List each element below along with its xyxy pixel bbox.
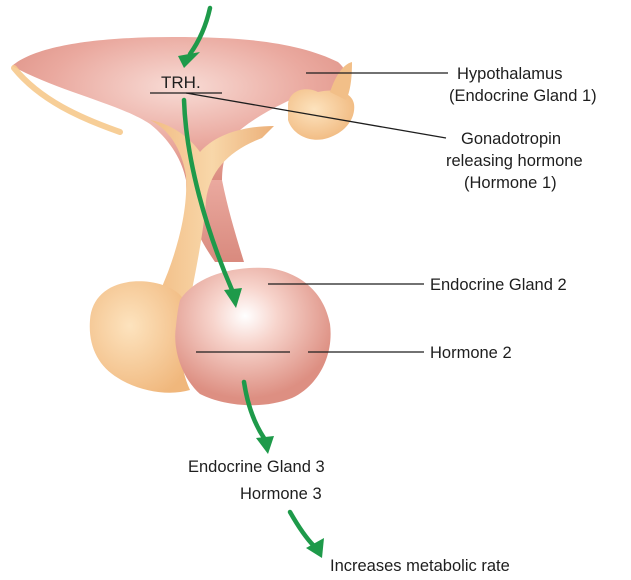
gland2-label: Endocrine Gland 2	[430, 275, 567, 295]
hormone1-label-line2: releasing hormone	[446, 151, 583, 171]
hormone3-label: Hormone 3	[240, 484, 322, 504]
arrow-head-3	[256, 436, 274, 454]
trh-label: TRH.	[161, 73, 201, 93]
arrow-to-effect	[290, 512, 314, 546]
hormone1-label-line3: (Hormone 1)	[464, 173, 557, 193]
effect-label: Increases metabolic rate	[330, 556, 510, 576]
hypothalamus-label: Hypothalamus	[457, 64, 562, 84]
hypothalamus-sublabel: (Endocrine Gland 1)	[449, 86, 597, 106]
hormone1-label-line1: Gonadotropin	[461, 129, 561, 149]
gland3-label: Endocrine Gland 3	[188, 457, 325, 477]
pituitary-gland-shape	[90, 268, 331, 405]
hormone2-label: Hormone 2	[430, 343, 512, 363]
